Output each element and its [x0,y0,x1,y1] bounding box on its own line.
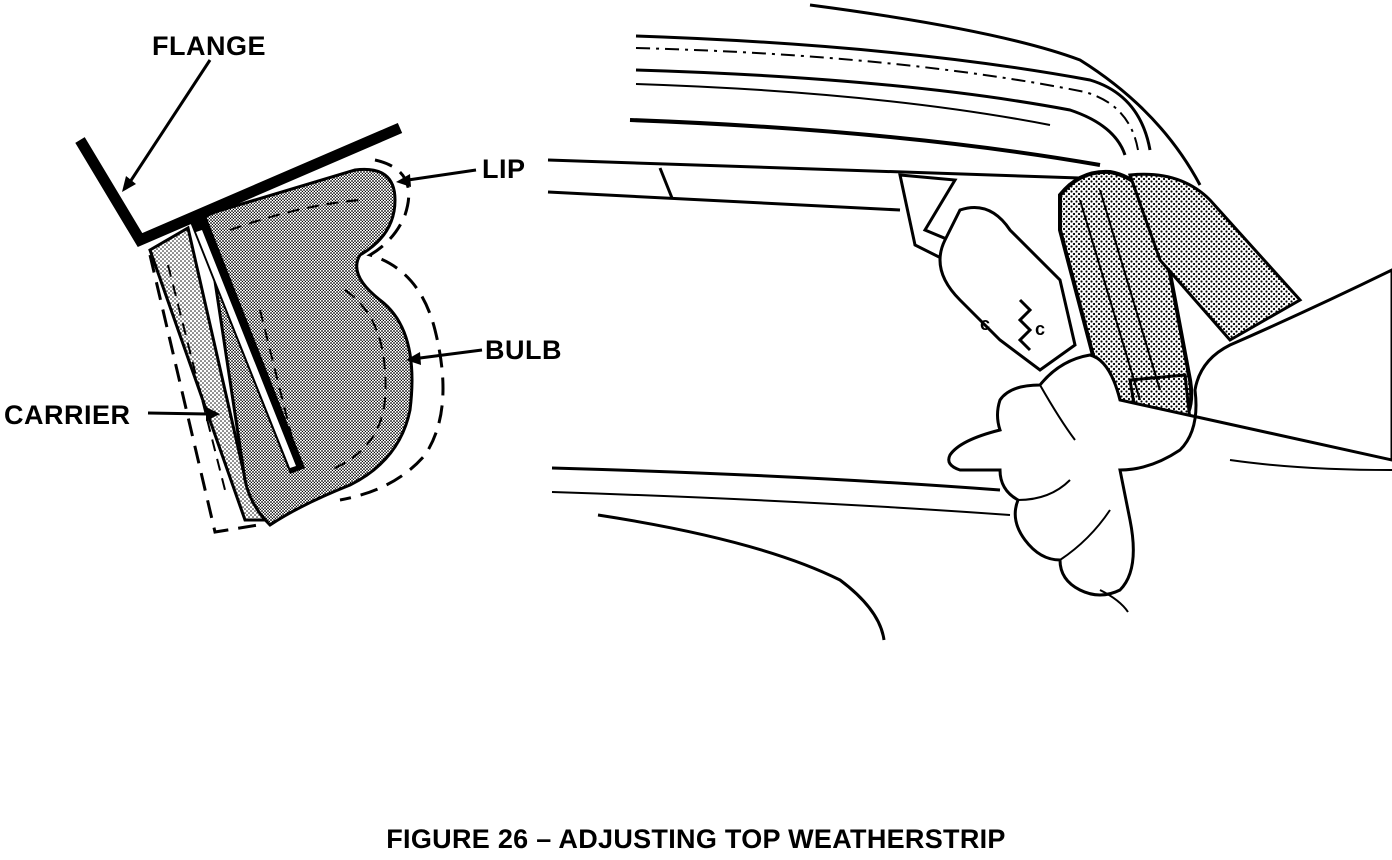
hand-finger-line-3 [1059,509,1111,561]
bulb-dashed-outline [339,158,445,502]
bulb-inner-contour [229,199,387,471]
label-carrier: CARRIER [4,400,131,430]
weatherstrip-run [1127,172,1303,342]
carrier-dashed-outline [148,254,259,534]
weatherstrip-rib-1 [1079,199,1141,401]
bulb-leader [419,348,483,360]
clip-assembly [938,206,1077,372]
roof-line-1 [635,34,1152,151]
lip-leader [407,168,477,182]
door-rail-bottom [547,190,901,212]
hand-finger-line-1 [1039,384,1076,441]
roof-line-2 [635,68,1127,156]
hand [947,268,1392,597]
hand-finger-line-2 [1017,479,1071,501]
flange-leader [126,59,212,186]
lip-arrowhead [396,174,411,187]
carrier-inner-contour [167,264,301,491]
door-scene: c c [547,3,1392,641]
clip-spring [1017,298,1033,352]
roof-line-3 [635,83,1051,126]
door-belt-line [551,466,1001,492]
cross-section [75,59,483,534]
clip-mark-1: c [980,314,990,334]
carrier-arrowhead [206,407,220,421]
label-bulb: BULB [485,335,562,365]
roof-dashed-line [635,47,1139,151]
bulb-arrowhead [406,352,421,365]
flange [75,122,403,247]
door-rail-top [547,158,1081,180]
label-lip: LIP [482,154,526,184]
weatherstrip-rib-2 [1099,189,1161,391]
door-rear-curve [1099,589,1129,613]
flange-arrowhead [122,176,136,192]
door-sill-curve [597,513,886,641]
carrier-leader [147,411,208,416]
carrier-slot-inner [196,230,296,468]
label-flange: FLANGE [152,31,266,61]
figure-caption: FIGURE 26 – ADJUSTING TOP WEATHERSTRIP [386,824,1006,854]
bulb-body [203,167,414,527]
door-belt-line-2 [551,491,1011,516]
hand-wrist-line [1229,459,1392,471]
roof-outer-edge [809,3,1202,186]
roof-inner-edge [629,118,1101,167]
clip-mark-2: c [1035,319,1045,339]
door-rail-step [658,167,674,199]
